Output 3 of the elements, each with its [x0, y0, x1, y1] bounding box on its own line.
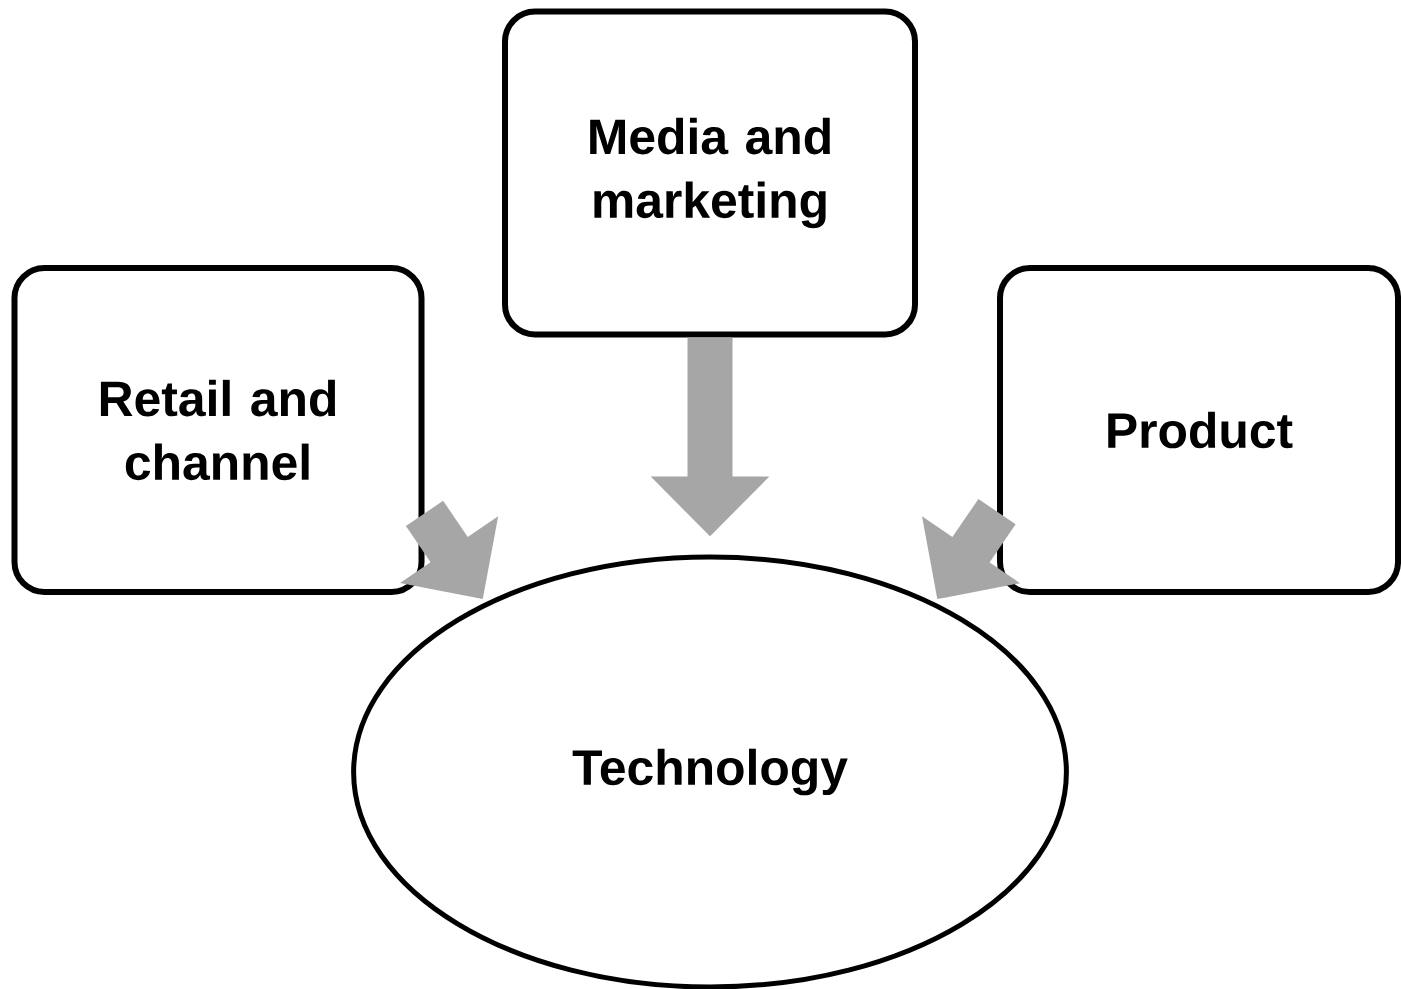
process-box: Media and marketing	[502, 8, 918, 338]
process-box: Retail and channel	[11, 265, 425, 595]
process-box: Product	[997, 265, 1401, 595]
